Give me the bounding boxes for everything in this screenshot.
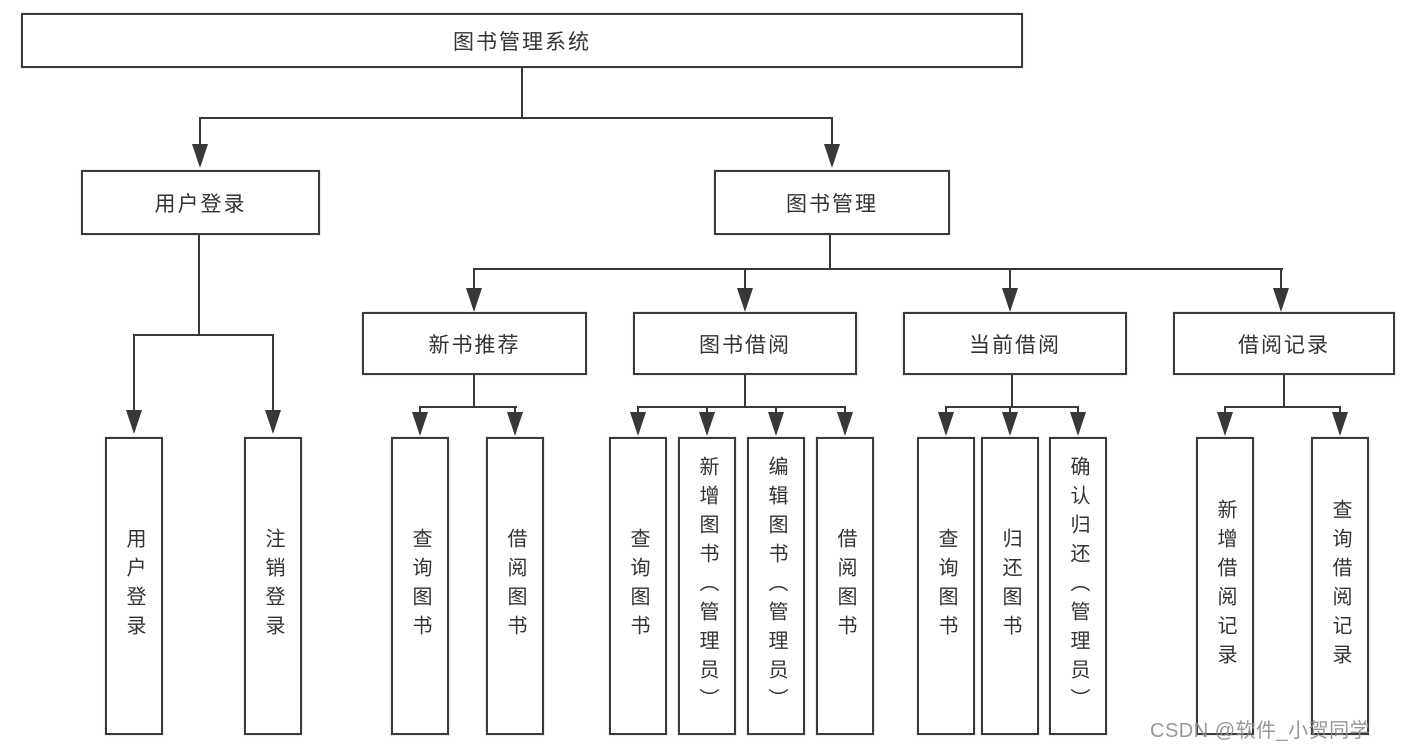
connector-stem [1283, 373, 1285, 408]
connector-root-stem [521, 66, 523, 119]
arrowhead-down-icon [837, 412, 853, 436]
connector-hline [945, 406, 1079, 408]
leaf-query-books-recommend-label: 查询图书 [409, 528, 431, 644]
leaf-query-books-current-label: 查询图书 [935, 528, 957, 644]
connector-hline [1224, 406, 1341, 408]
leaf-query-books-current: 查询图书 [917, 437, 975, 735]
arrowhead-down-icon [630, 412, 646, 436]
leaf-add-books-admin-label: 新增图书（管理员） [696, 455, 718, 717]
arrowhead-down-icon [126, 410, 142, 434]
arrowhead-down-icon [1273, 288, 1289, 312]
connector-book-mgmt-stem [831, 117, 833, 146]
leaf-query-books-borrow: 查询图书 [609, 437, 667, 735]
leaf-query-books-borrow-label: 查询图书 [627, 528, 649, 644]
leaf-return-books: 归还图书 [981, 437, 1039, 735]
arrowhead-down-icon [938, 412, 954, 436]
arrowhead-down-icon [824, 144, 840, 168]
leaf-confirm-return-admin: 确认归还（管理员） [1049, 437, 1107, 735]
connector-stem [473, 268, 475, 290]
arrowhead-down-icon [737, 288, 753, 312]
leaf-query-borrow-record-label: 查询借阅记录 [1329, 499, 1351, 673]
leaf-borrow-books: 借阅图书 [816, 437, 874, 735]
node-book-management: 图书管理 [714, 170, 950, 235]
arrowhead-down-icon [768, 412, 784, 436]
leaf-return-books-label: 归还图书 [999, 528, 1021, 644]
connector-mgmt-hline [473, 268, 1283, 270]
node-borrowing-records: 借阅记录 [1173, 312, 1395, 375]
arrowhead-down-icon [1217, 412, 1233, 436]
leaf-borrow-books-label: 借阅图书 [834, 528, 856, 644]
connector-login-hline [133, 334, 274, 336]
connector-stem [844, 406, 846, 414]
connector-stem [1339, 406, 1341, 414]
leaf-logout-label: 注销登录 [262, 528, 284, 644]
node-new-book-recommend: 新书推荐 [362, 312, 587, 375]
connector-stem [514, 406, 516, 414]
arrowhead-down-icon [1070, 412, 1086, 436]
connector-login-stem [198, 233, 200, 336]
connector-stem [744, 373, 746, 408]
node-book-borrowing: 图书借阅 [633, 312, 857, 375]
leaf-logout: 注销登录 [244, 437, 302, 735]
node-borrowing-records-label: 借阅记录 [1238, 333, 1330, 357]
watermark: CSDN @软件_小贺同学 [1150, 720, 1371, 742]
node-user-login: 用户登录 [81, 170, 320, 235]
leaf-edit-books-admin: 编辑图书（管理员） [747, 437, 805, 735]
node-user-login-label: 用户登录 [154, 192, 247, 216]
leaf-edit-books-admin-label: 编辑图书（管理员） [765, 455, 787, 717]
connector-stem [1011, 373, 1013, 408]
arrowhead-down-icon [466, 288, 482, 312]
connector-stem [1280, 268, 1282, 290]
leaf-confirm-return-admin-label: 确认归还（管理员） [1067, 455, 1089, 717]
node-book-management-label: 图书管理 [786, 192, 878, 216]
connector-stem [744, 268, 746, 290]
arrowhead-down-icon [1002, 288, 1018, 312]
leaf-user-login-label: 用户登录 [123, 528, 145, 644]
connector-stem [272, 334, 274, 412]
node-new-book-recommend-label: 新书推荐 [428, 333, 521, 357]
connector-hline [419, 406, 517, 408]
arrowhead-down-icon [1002, 412, 1018, 436]
connector-stem [1077, 406, 1079, 414]
leaf-add-books-admin: 新增图书（管理员） [678, 437, 736, 735]
node-root-label: 图书管理系统 [453, 30, 591, 54]
connector-stem [706, 406, 708, 414]
connector-user-login-stem [199, 117, 201, 146]
leaf-add-borrow-record-label: 新增借阅记录 [1214, 499, 1236, 673]
leaf-add-borrow-record: 新增借阅记录 [1196, 437, 1254, 735]
connector-stem [1009, 406, 1011, 414]
leaf-query-books-recommend: 查询图书 [391, 437, 449, 735]
connector-stem [473, 373, 475, 408]
connector-mgmt-stem [829, 233, 831, 270]
connector-stem [637, 406, 639, 414]
arrowhead-down-icon [507, 412, 523, 436]
leaf-query-borrow-record: 查询借阅记录 [1311, 437, 1369, 735]
node-current-borrowing-label: 当前借阅 [969, 333, 1061, 357]
arrowhead-down-icon [265, 410, 281, 434]
node-book-borrowing-label: 图书借阅 [699, 333, 791, 357]
connector-stem [775, 406, 777, 414]
leaf-borrow-books-recommend-label: 借阅图书 [504, 528, 526, 644]
leaf-borrow-books-recommend: 借阅图书 [486, 437, 544, 735]
connector-root-hline [199, 117, 833, 119]
connector-stem [1224, 406, 1226, 414]
arrowhead-down-icon [699, 412, 715, 436]
arrowhead-down-icon [192, 144, 208, 168]
arrowhead-down-icon [1332, 412, 1348, 436]
arrowhead-down-icon [412, 412, 428, 436]
connector-stem [419, 406, 421, 414]
connector-stem [133, 334, 135, 412]
node-root: 图书管理系统 [21, 13, 1023, 68]
node-current-borrowing: 当前借阅 [903, 312, 1127, 375]
connector-stem [945, 406, 947, 414]
leaf-user-login: 用户登录 [105, 437, 163, 735]
connector-stem [1009, 268, 1011, 290]
connector-hline [637, 406, 846, 408]
